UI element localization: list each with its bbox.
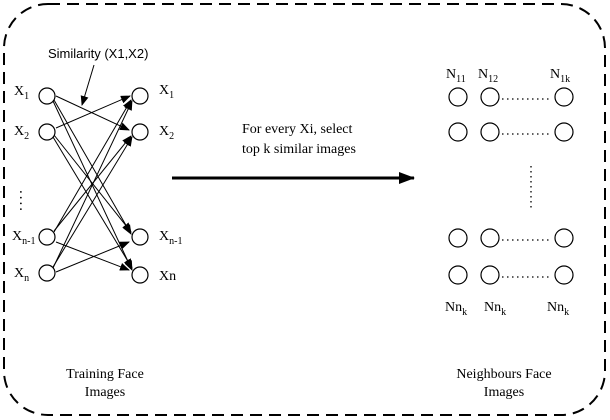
edge-xn1-xn [55,241,130,271]
node-left-xn [38,264,56,282]
node-right-x2 [131,123,149,141]
footer-nnk-3: Nnk [547,300,569,318]
similarity-edges [52,95,133,273]
footer-nnk-2: Nnk [484,300,506,318]
header-n11: N11 [446,67,466,85]
label-left-x1: X1 [14,84,29,102]
target-nodes [131,87,149,284]
neighbour-node-r3c2 [480,228,500,248]
arrow-label-line2: top k similar images [242,142,356,157]
similarity-label: Similarity (X1,X2) [48,46,148,61]
neighbour-node-r2c3 [554,122,574,142]
similarity-pointer-arrow [80,64,95,106]
neighbour-node-r4c1 [448,265,468,285]
header-n12: N12 [478,67,498,85]
left-vertical-ellipsis: .... [16,190,32,213]
label-right-x1: X1 [159,83,174,101]
node-left-x1 [38,87,56,105]
node-right-x1 [131,87,149,105]
neighbour-node-r1c1 [448,87,468,107]
label-left-xn: Xn [14,266,29,284]
caption-neighbours-line2: Images [484,385,524,400]
neighbour-node-r2c2 [480,122,500,142]
neighbour-node-r1c2 [480,87,500,107]
header-n1k: N1k [550,67,570,85]
label-left-xn-1: Xn-1 [12,229,35,247]
neighbour-grid [448,87,574,285]
label-right-xn: Xn [159,269,176,284]
edge-xn-x2 [52,136,133,268]
node-right-xn-1 [131,228,149,246]
node-left-x2 [38,123,56,141]
node-left-xn-1 [38,228,56,246]
footer-nnk-1: Nnk [445,300,467,318]
neighbour-node-r4c2 [480,265,500,285]
caption-neighbours-line1: Neighbours Face [456,367,551,382]
edge-x1-xn1 [53,99,132,235]
edge-x2-x1 [55,95,131,129]
neighbour-node-r2c1 [448,122,468,142]
training-nodes [38,87,56,282]
dashed-frame [3,3,606,416]
edge-xn1-x1 [53,99,132,233]
neighbour-node-r3c1 [448,228,468,248]
node-right-xn [131,266,149,284]
caption-training-line1: Training Face [66,367,144,382]
label-left-x2: X2 [14,124,29,142]
edge-xn-xn1 [55,241,130,273]
caption-training-line2: Images [85,385,125,400]
arrow-label-line1: For every Xi, select [242,122,353,137]
label-right-xn-1: Xn-1 [159,229,182,247]
neighbour-node-r1c3 [554,87,574,107]
neighbour-node-r3c3 [554,228,574,248]
label-right-x2: X2 [159,124,174,142]
edge-xn-x1 [52,100,133,269]
neighbour-node-r4c3 [554,265,574,285]
